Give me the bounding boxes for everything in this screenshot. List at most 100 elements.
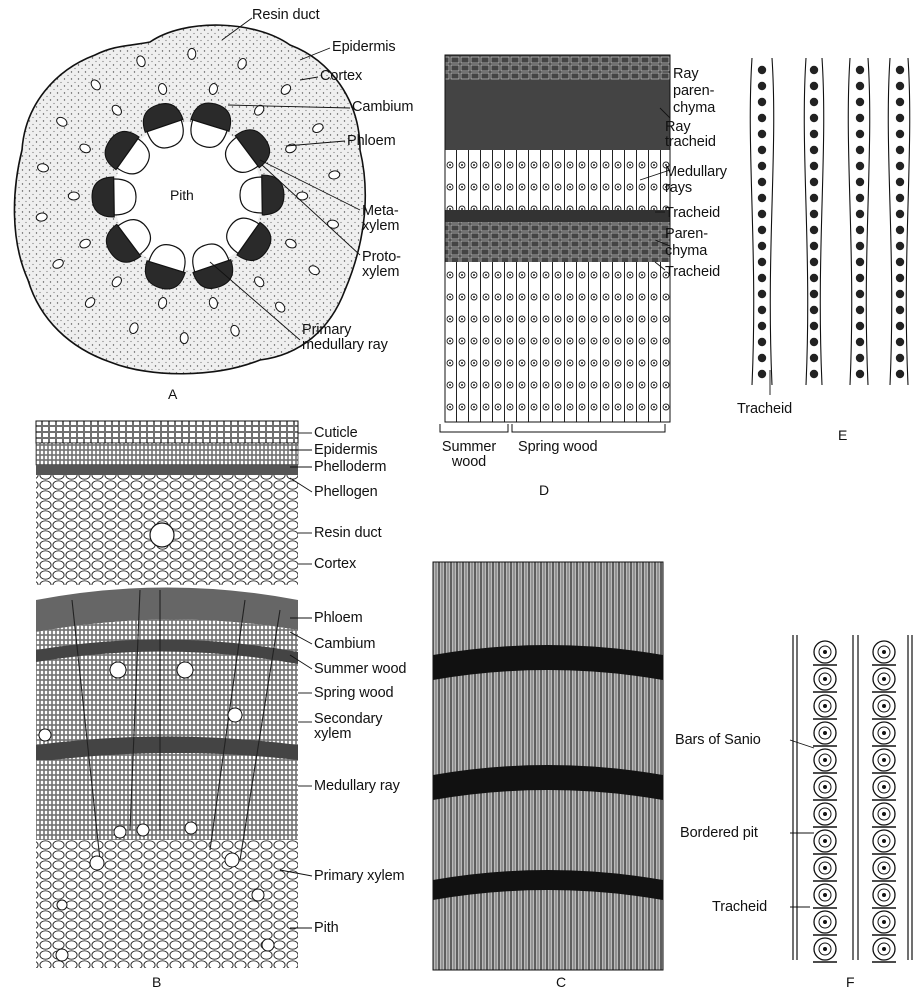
pit: [856, 226, 864, 234]
pit: [896, 242, 904, 250]
label-a-phloem: Phloem: [347, 134, 396, 149]
pit: [856, 322, 864, 330]
label-a-epidermis: Epidermis: [332, 40, 396, 55]
pit: [758, 114, 766, 122]
pit: [856, 178, 864, 186]
pit: [758, 194, 766, 202]
pit: [758, 322, 766, 330]
pit: [896, 130, 904, 138]
pit: [758, 306, 766, 314]
pit: [896, 338, 904, 346]
pit: [810, 306, 818, 314]
label-b-medullary-ray: Medullary ray: [314, 779, 400, 794]
pit: [758, 274, 766, 282]
pit: [810, 130, 818, 138]
label-d-summer-wood: Summer wood: [434, 440, 504, 470]
pit: [856, 338, 864, 346]
panel-c-letter: C: [556, 974, 566, 990]
label-b-phloem: Phloem: [314, 611, 363, 626]
label-f-bars-of-sanio: Bars of Sanio: [675, 733, 761, 748]
pit: [758, 210, 766, 218]
pit: [896, 162, 904, 170]
pit: [758, 290, 766, 298]
pit: [856, 130, 864, 138]
pit: [896, 146, 904, 154]
panel-b-resin-duct: [150, 523, 174, 547]
label-d-parenchyma: Paren- chyma: [665, 226, 708, 260]
label-b-spring-wood: Spring wood: [314, 686, 394, 701]
panel-f-bordered-pits: [790, 635, 912, 962]
pit: [856, 82, 864, 90]
pit: [896, 322, 904, 330]
panel-b-letter: B: [152, 974, 161, 990]
pit: [810, 274, 818, 282]
pit: [758, 258, 766, 266]
resin-duct: [188, 48, 196, 59]
label-e-tracheid: Tracheid: [737, 402, 792, 417]
label-b-phelloderm: Phelloderm: [314, 460, 386, 475]
label-d-ray-parenchyma: Ray paren- chyma: [673, 66, 715, 117]
label-b-primary-xylem: Primary xylem: [314, 869, 405, 884]
pit: [758, 82, 766, 90]
panel-e-letter: E: [838, 427, 847, 443]
pit: [896, 210, 904, 218]
pit: [896, 226, 904, 234]
resin-duct: [180, 333, 188, 344]
pit: [856, 274, 864, 282]
pit: [758, 338, 766, 346]
pit: [856, 370, 864, 378]
pit: [758, 98, 766, 106]
pit: [810, 66, 818, 74]
label-d-ray-tracheid: Ray tracheid: [665, 120, 716, 150]
pit: [810, 338, 818, 346]
label-f-bordered-pit: Bordered pit: [680, 826, 758, 841]
pit: [896, 290, 904, 298]
pit: [810, 370, 818, 378]
pit: [856, 258, 864, 266]
pit: [758, 242, 766, 250]
tracheid-wall: [906, 58, 909, 385]
panel-a-letter: A: [168, 386, 177, 402]
pit: [896, 194, 904, 202]
pit: [758, 66, 766, 74]
panel-d-longitudinal: [440, 55, 670, 432]
pit: [758, 146, 766, 154]
pit: [896, 82, 904, 90]
pit: [856, 210, 864, 218]
pit: [856, 66, 864, 74]
pit: [810, 98, 818, 106]
resin-duct: [68, 192, 79, 200]
label-b-resin-duct: Resin duct: [314, 526, 382, 541]
pit: [856, 306, 864, 314]
pit: [896, 258, 904, 266]
label-d-spring-wood: Spring wood: [518, 440, 598, 455]
label-a-primary-medullary-ray: Primary medullary ray: [302, 323, 388, 353]
panel-d-letter: D: [539, 482, 549, 498]
tracheid-wall: [750, 58, 753, 385]
pit: [810, 82, 818, 90]
pit: [810, 354, 818, 362]
vascular-bundle: [240, 175, 285, 216]
tracheid-wall: [820, 58, 823, 385]
pit: [758, 354, 766, 362]
tracheid-wall: [804, 58, 807, 385]
pit: [810, 210, 818, 218]
tracheid-wall: [888, 58, 891, 385]
pit: [810, 146, 818, 154]
tracheid-wall: [866, 58, 869, 385]
panel-d-brackets: [440, 424, 665, 432]
label-b-cortex: Cortex: [314, 557, 356, 572]
tracheid-wall: [770, 58, 773, 385]
label-d-medullary-rays: Medullary rays: [665, 164, 727, 196]
label-b-epidermis: Epidermis: [314, 443, 378, 458]
label-a-resin-duct: Resin duct: [252, 8, 320, 23]
pit: [856, 98, 864, 106]
pit: [896, 370, 904, 378]
pit: [856, 242, 864, 250]
pit: [758, 130, 766, 138]
pit: [810, 194, 818, 202]
pit: [758, 178, 766, 186]
pit: [896, 274, 904, 282]
